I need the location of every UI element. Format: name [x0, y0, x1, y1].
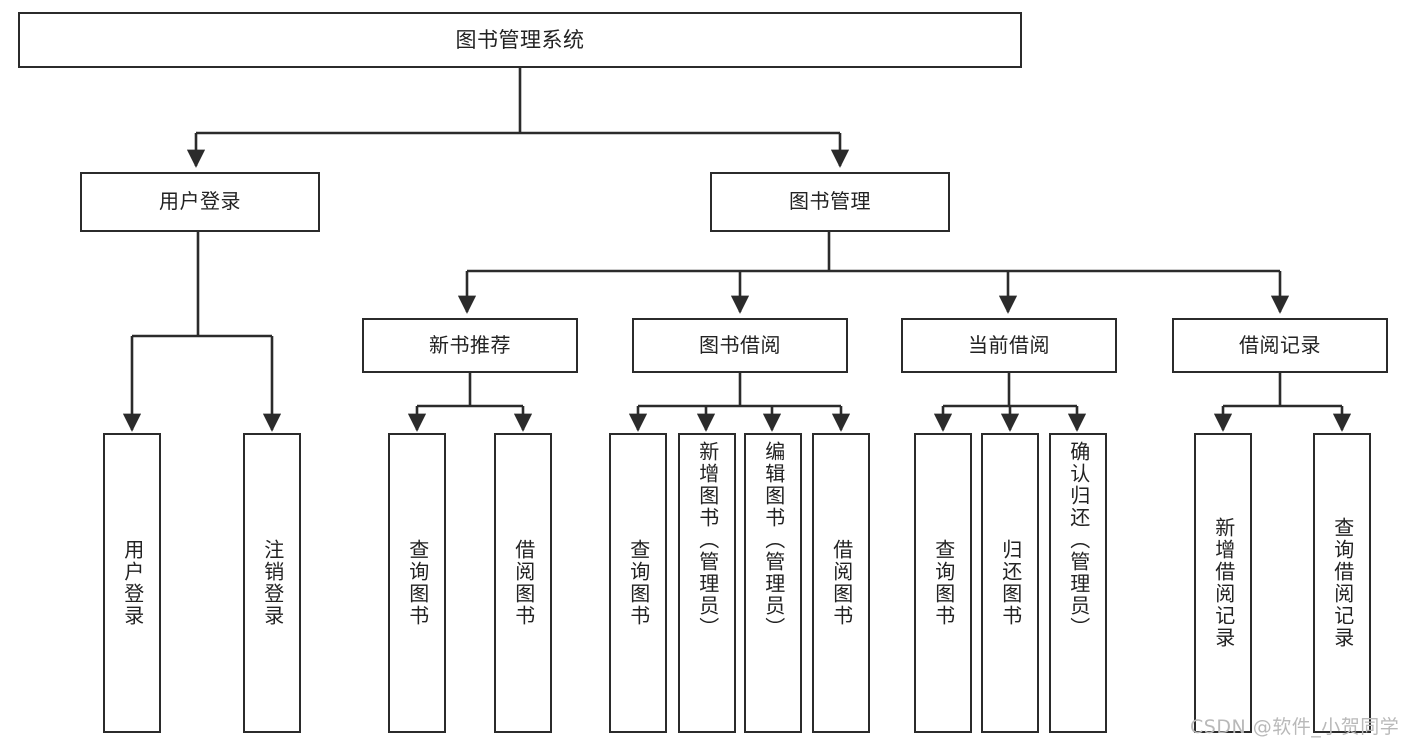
- leaf-book-borrow-borrow-book[interactable]: 借阅图书: [812, 433, 870, 733]
- node-current-borrow[interactable]: 当前借阅: [901, 318, 1117, 373]
- leaf-current-borrow-return-book[interactable]: 归还图书: [981, 433, 1039, 733]
- leaf-current-borrow-query-book[interactable]: 查询图书: [914, 433, 972, 733]
- leaf-label: 查询图书: [626, 539, 651, 627]
- leaf-label: 查询图书: [931, 539, 956, 627]
- node-new-book-recommend[interactable]: 新书推荐: [362, 318, 578, 373]
- leaf-label: 注销登录: [260, 539, 285, 627]
- csdn-watermark: CSDN @软件_小贺同学: [1190, 716, 1400, 738]
- leaf-book-borrow-query-book[interactable]: 查询图书: [609, 433, 667, 733]
- leaf-user-login-login[interactable]: 用户登录: [103, 433, 161, 733]
- leaf-label: 新增图书（管理员）: [695, 441, 720, 639]
- leaf-borrow-record-add-record[interactable]: 新增借阅记录: [1194, 433, 1252, 733]
- leaf-new-book-borrow-book[interactable]: 借阅图书: [494, 433, 552, 733]
- node-user-login[interactable]: 用户登录: [80, 172, 320, 232]
- leaf-book-borrow-add-book-admin[interactable]: 新增图书（管理员）: [678, 433, 736, 733]
- leaf-user-login-logout[interactable]: 注销登录: [243, 433, 301, 733]
- leaf-label: 用户登录: [120, 539, 145, 627]
- leaf-book-borrow-edit-book-admin[interactable]: 编辑图书（管理员）: [744, 433, 802, 733]
- node-book-borrow[interactable]: 图书借阅: [632, 318, 848, 373]
- leaf-label: 新增借阅记录: [1211, 517, 1236, 649]
- leaf-label: 查询借阅记录: [1330, 517, 1355, 649]
- node-book-management[interactable]: 图书管理: [710, 172, 950, 232]
- leaf-label: 查询图书: [405, 539, 430, 627]
- node-borrow-record[interactable]: 借阅记录: [1172, 318, 1388, 373]
- leaf-new-book-query-book[interactable]: 查询图书: [388, 433, 446, 733]
- leaf-label: 借阅图书: [829, 539, 854, 627]
- leaf-borrow-record-query-record[interactable]: 查询借阅记录: [1313, 433, 1371, 733]
- leaf-label: 借阅图书: [511, 539, 536, 627]
- leaf-label: 编辑图书（管理员）: [761, 441, 786, 639]
- leaf-label: 确认归还（管理员）: [1066, 441, 1091, 639]
- leaf-current-borrow-confirm-return-admin[interactable]: 确认归还（管理员）: [1049, 433, 1107, 733]
- edges: [122, 68, 1352, 432]
- leaf-label: 归还图书: [998, 539, 1023, 627]
- node-root[interactable]: 图书管理系统: [18, 12, 1022, 68]
